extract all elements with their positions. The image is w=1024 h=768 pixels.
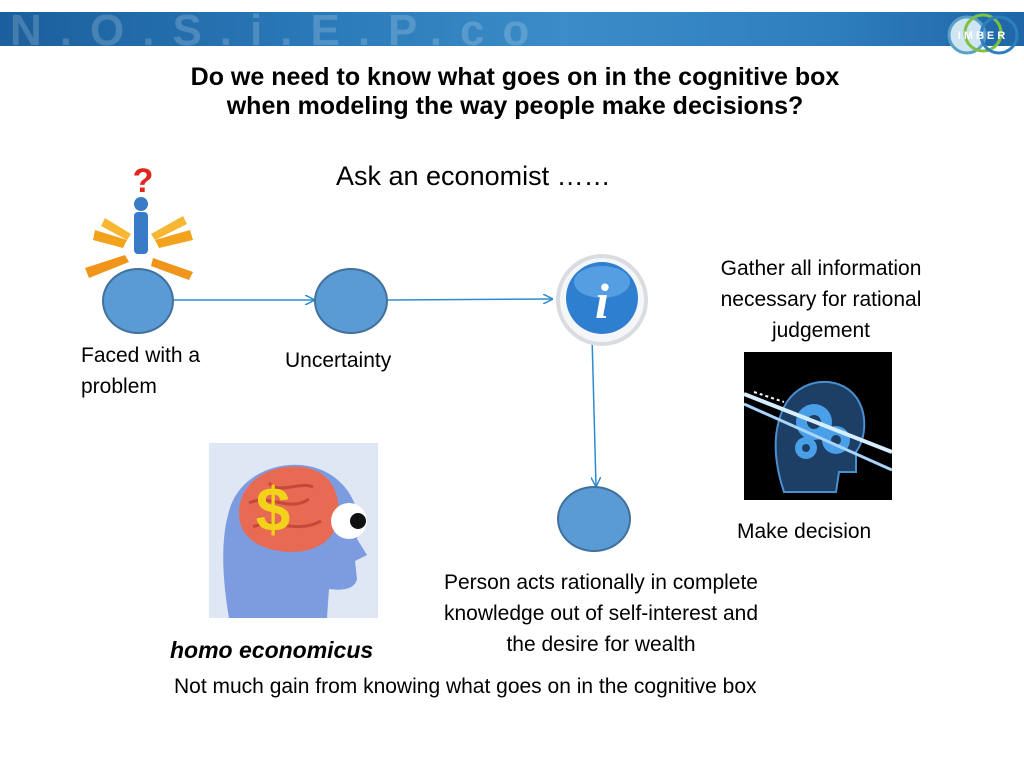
label-person-line-3: the desire for wealth [506, 633, 696, 656]
dollar-glyph: $ [256, 476, 290, 545]
label-gather-line-3: judgement [771, 319, 871, 342]
label-faced-problem: Faced with a problem [81, 340, 200, 402]
header-banner: N.O.S.i.E.P.co [0, 12, 1024, 46]
title-line-1: Do we need to know what goes on in the c… [190, 63, 840, 91]
label-homo-economicus: homo economicus [170, 637, 374, 663]
gears-head-image [743, 352, 893, 500]
question-person-icon: ? [65, 160, 215, 290]
label-gather-line-1: Gather all information [720, 257, 922, 280]
question-mark-glyph: ? [133, 162, 154, 200]
label-faced-line-2: problem [81, 375, 157, 398]
imber-logo-graphic: IMBER [947, 13, 1019, 55]
label-conclusion: Not much gain from knowing what goes on … [174, 675, 757, 698]
label-person-line-2: knowledge out of self-interest and [443, 602, 759, 625]
imber-logo: IMBER [945, 13, 1021, 57]
arrow-info-to-decision [592, 335, 596, 486]
label-person-acts: Person acts rationally in complete knowl… [418, 567, 784, 660]
label-uncertainty: Uncertainty [285, 349, 392, 372]
node-uncertainty [314, 268, 388, 334]
label-person-line-1: Person acts rationally in complete [444, 571, 758, 594]
info-glyph: i [595, 273, 609, 329]
label-gather-line-2: necessary for rational [720, 288, 922, 311]
label-faced-line-1: Faced with a [81, 344, 201, 367]
logo-text: IMBER [958, 30, 1008, 42]
arrow-uncertainty-to-info [387, 299, 552, 300]
slide-subtitle: Ask an economist …… [336, 161, 611, 191]
label-make-decision: Make decision [737, 520, 872, 543]
banner-watermark: N.O.S.i.E.P.co [10, 12, 548, 46]
homo-economicus-image: $ [209, 443, 378, 618]
info-icon: i [554, 252, 650, 348]
label-gather-information: Gather all information necessary for rat… [700, 253, 942, 346]
node-problem [102, 268, 174, 334]
title-line-2: when modeling the way people make decisi… [226, 92, 804, 120]
node-decision [557, 486, 631, 552]
slide-title: Do we need to know what goes on in the c… [0, 63, 1024, 121]
